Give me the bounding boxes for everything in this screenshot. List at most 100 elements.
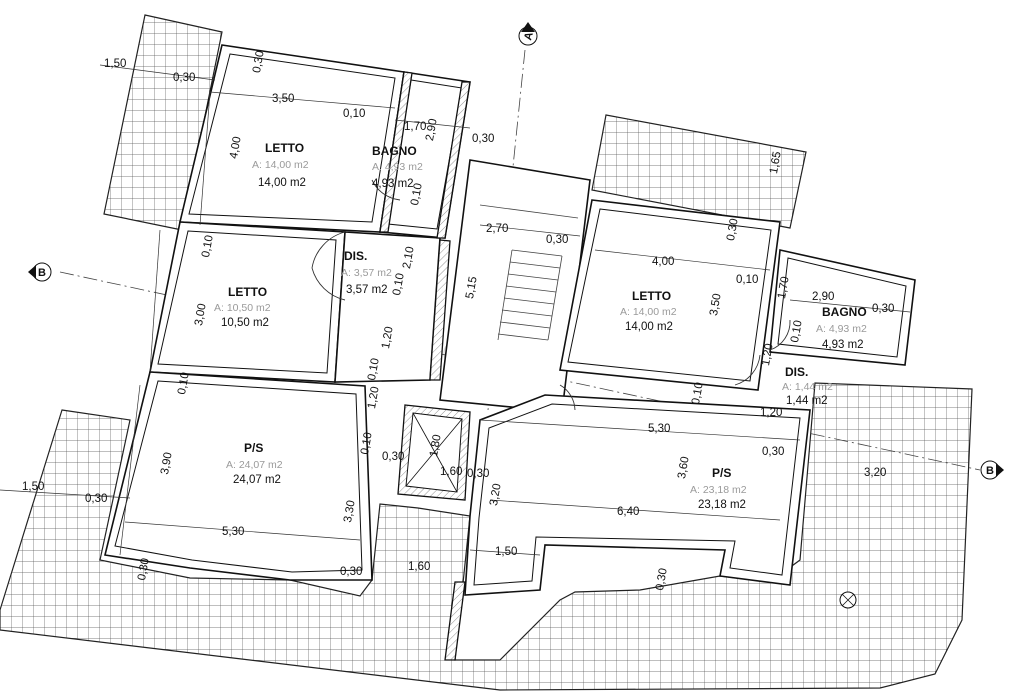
dim-label: 0,30 <box>382 451 404 463</box>
dim-label: 0,30 <box>472 133 494 145</box>
wall-letto-2-inner <box>157 230 337 374</box>
dim-label: 4,00 <box>228 136 244 160</box>
dim-label: 3,20 <box>864 467 886 479</box>
dim-label: 0,30 <box>725 218 741 242</box>
dim-label: 1,20 <box>366 386 382 410</box>
dim-label: 0,30 <box>762 446 784 458</box>
svg-text:B: B <box>986 465 994 477</box>
dim-label: 2,70 <box>486 223 508 235</box>
dim-label: 6,40 <box>617 506 639 518</box>
dim-label: 1,80 <box>428 434 444 458</box>
dim-label: 0,10 <box>200 234 216 258</box>
dim-label: 0,10 <box>789 319 805 343</box>
wall-letto-3-inner <box>567 208 772 382</box>
svg-text:A: 10,50 m2: A: 10,50 m2 <box>214 302 271 314</box>
svg-text:B: B <box>38 267 46 279</box>
svg-text:4,93 m2: 4,93 m2 <box>372 178 414 190</box>
dim-label: 5,30 <box>222 526 244 538</box>
dim-label: 1,60 <box>440 466 462 478</box>
dim-label: 1,70 <box>404 121 426 133</box>
dim-label: 3,00 <box>193 303 209 327</box>
svg-text:BAGNO: BAGNO <box>372 144 417 158</box>
dim-label: 3,90 <box>159 451 175 475</box>
dim-label: 1,50 <box>104 58 126 70</box>
dim-label: 5,30 <box>648 423 670 435</box>
dim-label: 0,10 <box>366 357 382 381</box>
axis-marker-a: A <box>518 22 538 46</box>
dimension-labels: 1,50 0,30 0,30 3,50 0,10 4,00 1,70 2,90 … <box>22 50 894 592</box>
wall-ps-2-inner <box>473 403 801 586</box>
wall-stair-core <box>439 159 591 413</box>
wall-hatch-4 <box>444 581 466 661</box>
svg-text:A: 24,07 m2: A: 24,07 m2 <box>226 459 283 471</box>
svg-text:14,00 m2: 14,00 m2 <box>258 177 306 189</box>
dim-label: 1,50 <box>22 481 44 493</box>
terrace-top-right <box>591 114 807 229</box>
svg-text:14,00 m2: 14,00 m2 <box>625 321 673 333</box>
wall-ps-1-inner <box>114 380 363 573</box>
axis-marker-b-left: B <box>28 262 52 282</box>
wall-bagno-2 <box>769 249 916 366</box>
svg-text:BAGNO: BAGNO <box>822 305 867 319</box>
dim-label: 0,30 <box>173 72 195 84</box>
dim-label: 3,60 <box>676 456 692 480</box>
room-ps-1: P/S A: 24,07 m2 24,07 m2 <box>226 441 283 486</box>
dim-label: 0,10 <box>690 381 706 405</box>
svg-text:A: 23,18 m2: A: 23,18 m2 <box>690 484 747 496</box>
wall-hatch-2 <box>436 81 471 239</box>
svg-text:LETTO: LETTO <box>632 289 671 303</box>
dim-label: 0,30 <box>340 566 362 578</box>
dim-label: 1,20 <box>760 343 776 367</box>
svg-text:A: 1,44 m2: A: 1,44 m2 <box>782 381 833 393</box>
svg-text:4,93 m2: 4,93 m2 <box>822 339 864 351</box>
svg-text:3,57 m2: 3,57 m2 <box>346 284 388 296</box>
svg-text:24,07 m2: 24,07 m2 <box>233 474 281 486</box>
svg-text:A: A <box>522 31 536 42</box>
dim-label: 0,30 <box>654 567 670 591</box>
room-letto-2: LETTO A: 10,50 m2 10,50 m2 <box>214 285 271 329</box>
wall-hatch-1 <box>379 71 413 233</box>
dim-label: 2,10 <box>401 246 417 270</box>
dim-label: 2,90 <box>812 291 834 303</box>
wall-letto-3 <box>559 199 781 391</box>
dim-label: 1,20 <box>760 407 782 419</box>
dimension-lines <box>0 64 911 556</box>
svg-text:LETTO: LETTO <box>228 285 267 299</box>
dim-label: 0,30 <box>136 557 152 581</box>
room-dis-2: DIS. A: 1,44 m2 1,44 m2 <box>782 365 833 407</box>
svg-text:P/S: P/S <box>244 441 263 455</box>
dim-label: 0,30 <box>85 493 107 505</box>
room-bagno-1: BAGNO A: 4,93 m2 4,93 m2 <box>372 144 423 190</box>
room-letto-1: LETTO A: 14,00 m2 14,00 m2 <box>252 141 309 189</box>
room-ps-2: P/S A: 23,18 m2 23,18 m2 <box>690 466 747 511</box>
dim-label: 3,30 <box>342 499 358 523</box>
dim-label: 0,10 <box>176 371 192 395</box>
dim-label: 1,20 <box>380 326 396 350</box>
svg-text:DIS.: DIS. <box>785 365 808 379</box>
room-dis-1: DIS. A: 3,57 m2 3,57 m2 <box>341 249 392 296</box>
dim-label: 0,10 <box>736 274 758 286</box>
terrace-bottom <box>0 382 973 691</box>
svg-text:DIS.: DIS. <box>344 249 367 263</box>
svg-text:P/S: P/S <box>712 466 731 480</box>
svg-text:A: 14,00 m2: A: 14,00 m2 <box>252 159 309 171</box>
room-letto-3: LETTO A: 14,00 m2 14,00 m2 <box>620 289 677 333</box>
svg-text:A: 14,00 m2: A: 14,00 m2 <box>620 306 677 318</box>
dim-label: 0,10 <box>409 182 425 206</box>
dim-label: 3,50 <box>272 93 294 105</box>
axis-marker-b-right: B <box>980 460 1004 480</box>
doors <box>311 179 791 411</box>
dim-label: 1,50 <box>495 546 517 558</box>
dim-label: 0,10 <box>391 272 407 296</box>
dim-label: 3,20 <box>488 483 504 507</box>
dim-label: 0,30 <box>872 303 894 315</box>
dim-label: 1,60 <box>408 561 430 573</box>
building <box>104 44 916 661</box>
dim-label: 0,30 <box>467 468 489 480</box>
svg-text:LETTO: LETTO <box>265 141 304 155</box>
dim-label: 0,30 <box>251 50 267 74</box>
dim-label: 2,90 <box>424 118 440 142</box>
dim-label: 1,70 <box>776 276 792 300</box>
dim-label: 5,15 <box>464 276 480 300</box>
